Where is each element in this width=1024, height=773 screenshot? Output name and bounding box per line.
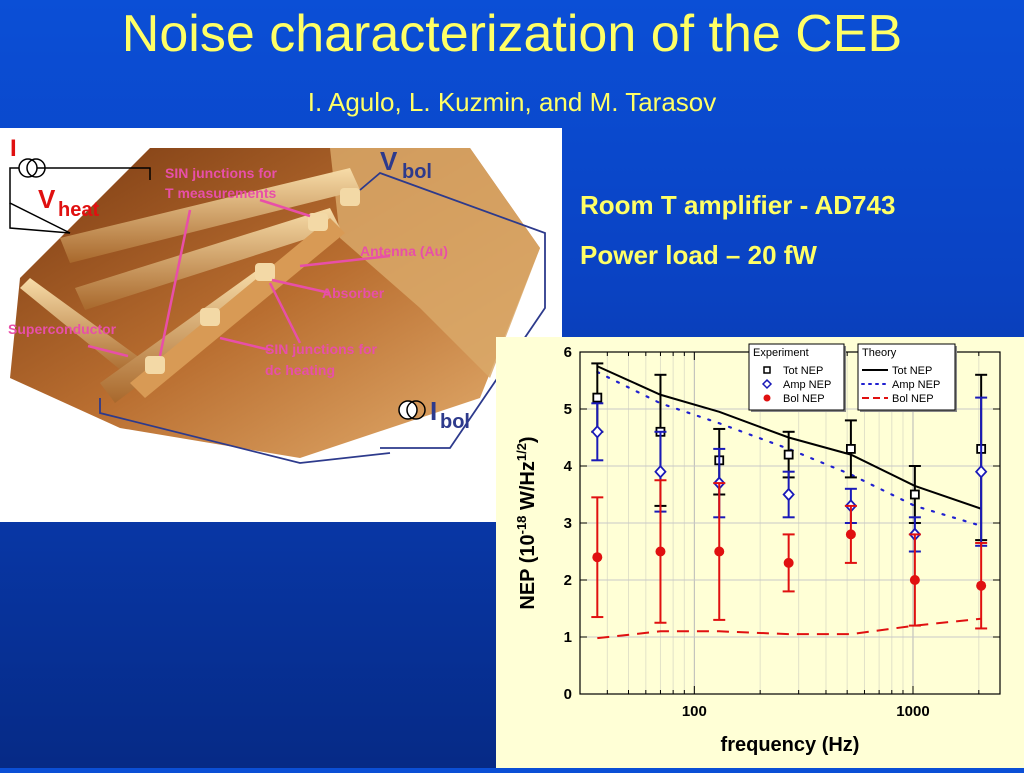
y-tick-label: 5: [564, 401, 572, 418]
data-point: [592, 392, 603, 403]
rail-top: [60, 168, 360, 263]
bullet-power-load: Power load – 20 fW: [580, 240, 817, 270]
data-point: [974, 464, 988, 479]
data-point: [782, 487, 795, 502]
legend-marker: [763, 366, 771, 374]
i-bol-label: I: [430, 396, 437, 426]
junction-pad: [308, 213, 328, 231]
legend-entry: Tot NEP: [892, 365, 932, 377]
y-tick-label: 6: [564, 344, 572, 361]
slide-title: Noise characterization of the CEB: [121, 5, 903, 63]
sin-t-label-1: SIN junctions for: [165, 165, 278, 181]
antenna-label: Antenna (Au): [360, 243, 448, 259]
arrow: [299, 254, 391, 268]
i-bol-sub: bol: [440, 411, 470, 433]
slide-authors: I. Agulo, L. Kuzmin, and M. Tarasov: [307, 87, 717, 117]
legend-entry: Tot NEP: [783, 365, 823, 377]
legend-entry: Amp NEP: [783, 379, 831, 391]
current-source-icon: [18, 158, 38, 178]
arrow: [158, 209, 192, 357]
i-source-label: I: [10, 135, 17, 162]
v-heat-label: V: [38, 184, 56, 214]
arrow: [268, 282, 302, 344]
bol-wire-lower: [99, 398, 391, 464]
current-source-icon: [26, 158, 46, 178]
chart-axes: 100 1000 0 1 2 3 4 5 6: [564, 344, 1000, 720]
junction-pad: [145, 356, 165, 374]
arrow: [219, 336, 271, 352]
device-micrograph: I V heat V bol I bol SIN junctions for T…: [0, 128, 562, 522]
heat-wire: [9, 167, 151, 234]
current-source-icon: [398, 400, 418, 420]
legend-marker: [761, 378, 773, 390]
y-tick-label: 1: [564, 629, 572, 646]
junction-pad: [255, 263, 275, 281]
current-source-icon: [406, 400, 426, 420]
data-point: [909, 575, 920, 585]
data-point: [783, 449, 794, 460]
legend-title: Theory: [862, 347, 897, 359]
bol-wire: [359, 171, 546, 449]
data-point: [976, 580, 987, 591]
v-bol-sub: bol: [402, 161, 432, 183]
data-point: [909, 489, 920, 500]
sin-dc-label-1: SIN junctions for: [265, 341, 378, 357]
y-tick-label: 3: [564, 515, 572, 532]
sin-dc-label-2: dc heating: [265, 362, 335, 378]
arrow: [87, 344, 129, 358]
x-tick-label: 1000: [896, 703, 929, 720]
heat-wire-lower: [9, 203, 71, 234]
superconductor-label: Superconductor: [8, 321, 117, 337]
experiment-points: [591, 362, 988, 630]
y-tick-label: 0: [564, 686, 572, 703]
v-bol-label: V: [380, 146, 398, 176]
data-point: [845, 444, 856, 454]
legend-marker: [763, 394, 771, 402]
data-point: [783, 557, 794, 568]
v-heat-sub: heat: [58, 199, 99, 221]
x-tick-label: 100: [682, 703, 707, 720]
absorber-label: Absorber: [322, 285, 385, 301]
arrow: [271, 278, 331, 295]
data-point: [714, 546, 725, 557]
legend-entry: Bol NEP: [783, 393, 825, 405]
rail-middle: [75, 208, 340, 310]
bullet-amplifier: Room T amplifier - AD743: [580, 190, 896, 220]
data-point: [592, 552, 603, 563]
y-axis-label: NEP (10-18 W/Hz1/2): [514, 436, 539, 609]
arrow: [259, 198, 311, 218]
x-axis-label: frequency (Hz): [721, 734, 860, 756]
antenna-pad: [330, 148, 540, 378]
data-point: [845, 529, 856, 540]
y-tick-label: 4: [564, 458, 573, 475]
junction-pad: [340, 188, 360, 206]
legend-entry: Amp NEP: [892, 379, 940, 391]
data-point: [591, 424, 604, 439]
legend-title: Experiment: [753, 347, 809, 359]
y-tick-label: 2: [564, 572, 572, 589]
sin-t-label-2: T measurements: [165, 185, 276, 201]
legend-entry: Bol NEP: [892, 393, 934, 405]
rail-diagonal: [130, 218, 345, 398]
junction-pad: [200, 308, 220, 326]
data-point: [655, 546, 666, 557]
data-point: [654, 464, 667, 479]
theory-line: [597, 617, 982, 640]
